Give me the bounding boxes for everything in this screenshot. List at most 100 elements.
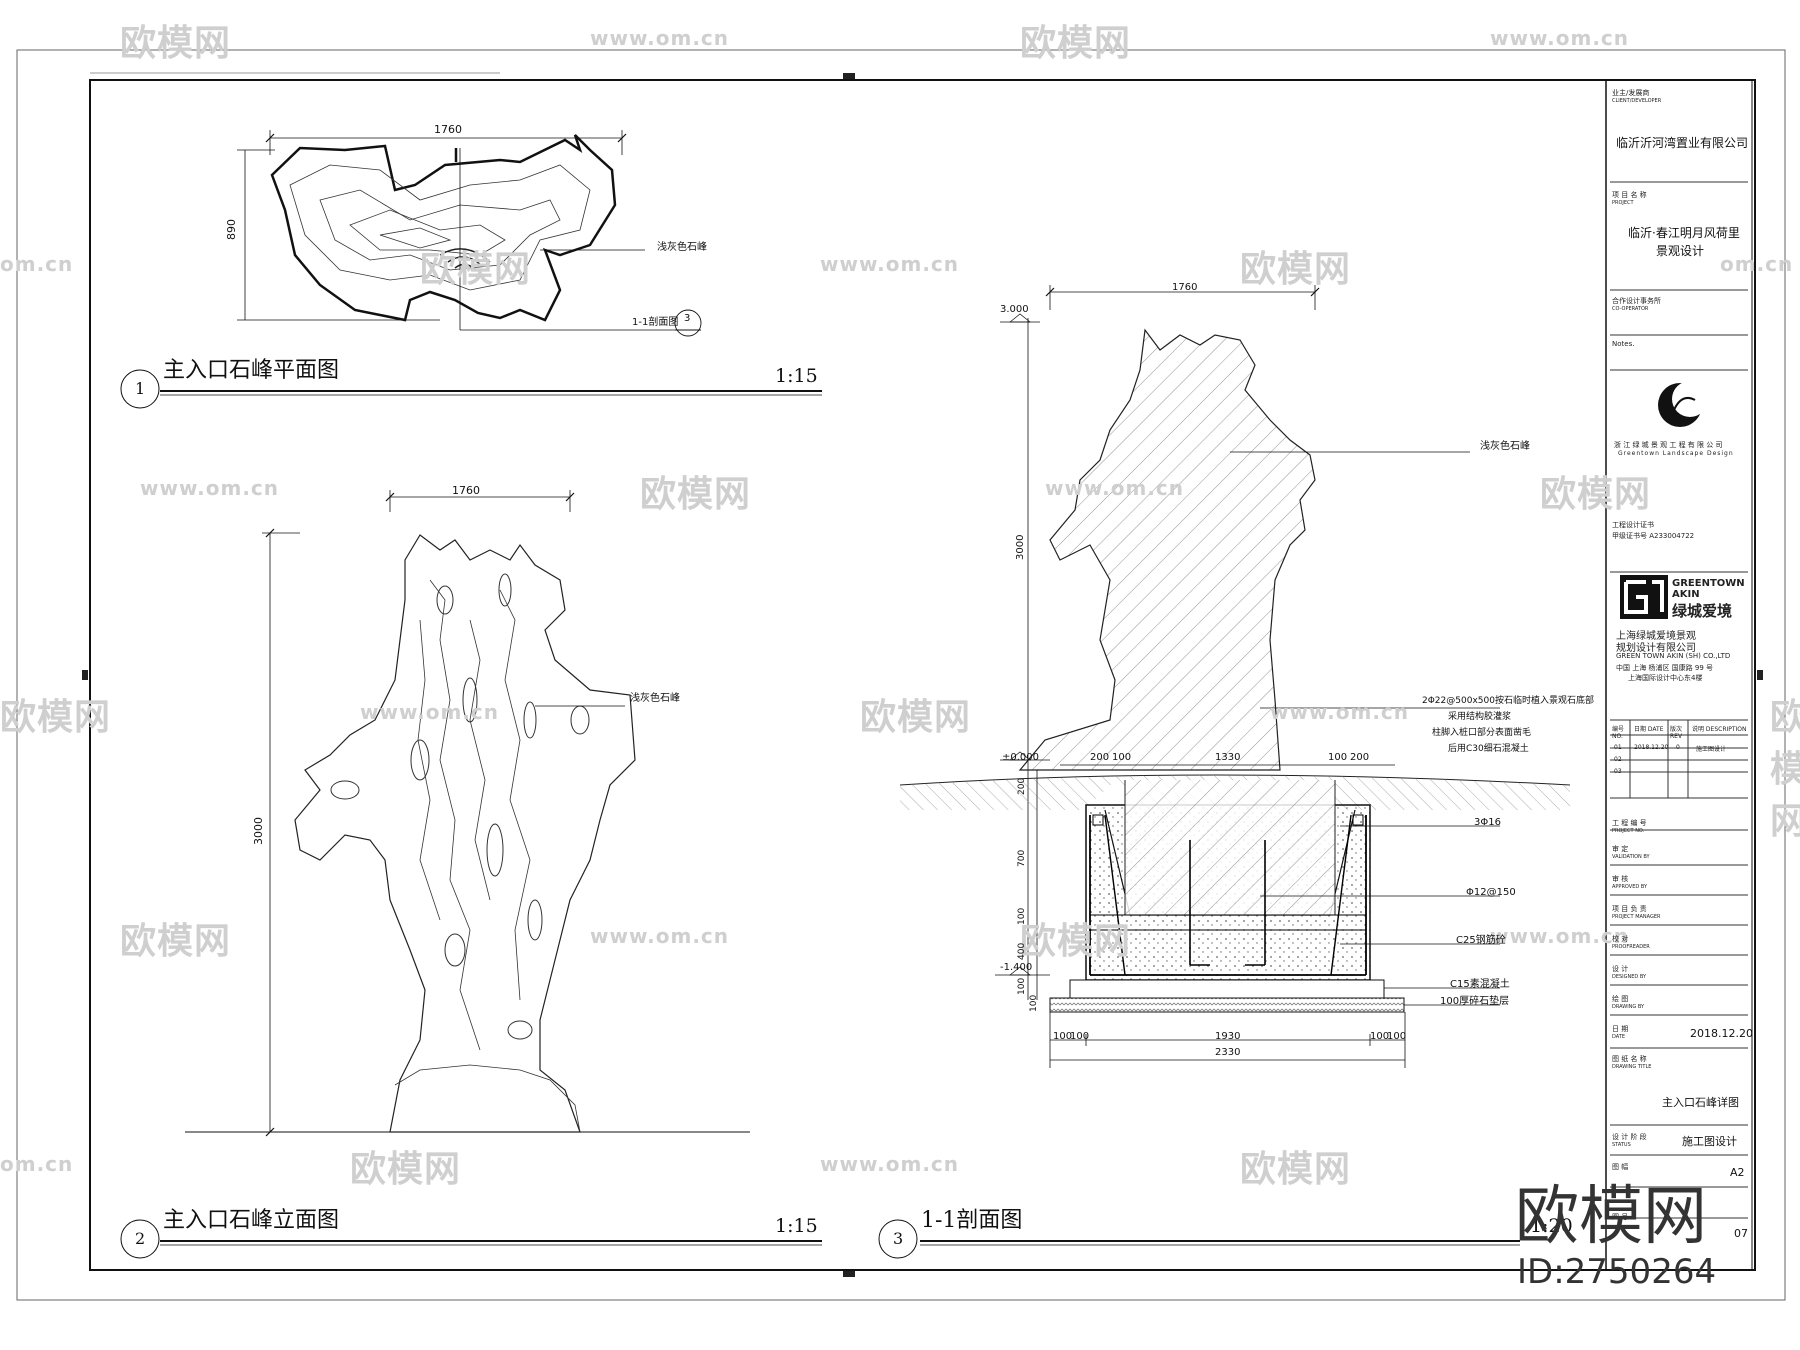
rev-head-no: 编号 NO. (1612, 726, 1625, 740)
watermark-id: ID:2750264 (1517, 1252, 1717, 1292)
plan-view-scale: 1:15 (775, 365, 818, 387)
section-dim-upper: 200 (1090, 752, 1110, 763)
brand-en2: AKIN (1672, 589, 1700, 600)
section-dim-lower: 100 (1387, 1031, 1407, 1042)
section-note: 3Φ16 (1474, 817, 1501, 828)
firm1-name-en: Greentown Landscape Design (1618, 450, 1734, 457)
section-dim-left: 700 (1017, 849, 1027, 867)
section-dim-total: 2330 (1215, 1047, 1241, 1058)
field-label-en: PROJECT NO. (1612, 828, 1645, 834)
section-dim-lower: 100 (1070, 1031, 1090, 1042)
plan-section-ref: 3 (684, 313, 691, 324)
brand-cn: 绿城爱境 (1672, 602, 1733, 620)
section-note: 100厚碎石垫层 (1440, 996, 1510, 1007)
client-label: 业主/发展商 (1612, 89, 1650, 97)
cooperator-label-en: CO-OPERATOR (1612, 306, 1649, 312)
watermark-brand: 欧模网 (1540, 474, 1652, 515)
rev-head-rev: 版次 REV (1670, 726, 1683, 740)
watermark-site: www.om.cn (140, 476, 280, 500)
field-label: 审 定 (1612, 845, 1629, 853)
outer-border (16, 49, 1786, 1301)
section-dim-upper: 200 (1350, 752, 1370, 763)
watermark-site: www.om.cn (1490, 924, 1630, 948)
plan-view-drawing (120, 130, 822, 409)
section-dim-lower: 1930 (1215, 1031, 1241, 1042)
field-label-en: PROJECT MANAGER (1612, 914, 1661, 920)
status-value: 施工图设计 (1682, 1135, 1737, 1148)
field-label-en: VALIDATION BY (1612, 854, 1650, 860)
section-note: C15素混凝土 (1450, 979, 1510, 990)
project-name-line1: 临沂·春江明月风荷里 (1628, 226, 1740, 240)
watermark-site: om.cn (0, 252, 74, 276)
watermark-site: www.om.cn (590, 26, 730, 50)
watermark-brand: 欧模网 (120, 23, 232, 64)
elevation-view-drawing (120, 490, 822, 1259)
watermark-site: www.om.cn (590, 924, 730, 948)
firm2-en: GREEN TOWN AKIN (SH) CO.,LTD (1616, 652, 1731, 660)
status-label-en: STATUS (1612, 1142, 1631, 1148)
notes-label: Notes. (1612, 340, 1635, 348)
section-note: Φ12@150 (1466, 887, 1516, 898)
section-dim-upper: 1330 (1215, 752, 1241, 763)
watermark-site: www.om.cn (1045, 476, 1185, 500)
elevation-callout: 浅灰色石峰 (630, 693, 680, 704)
field-label: 校 对 (1612, 935, 1629, 943)
client-name: 临沂沂河湾置业有限公司 (1616, 136, 1749, 150)
section-note: 2Φ22@500x500按石临时植入景观石底部 (1422, 696, 1594, 706)
rev-row-rev: 0 (1676, 744, 1680, 751)
elevation-view-number: 2 (135, 1229, 146, 1248)
field-label-en: APPROVED BY (1612, 884, 1648, 890)
license-label: 工程设计证书 (1612, 521, 1654, 529)
field-label: 绘 图 (1612, 995, 1629, 1003)
client-label-en: CLIENT/DEVELOPER (1612, 98, 1662, 104)
section-dim-left: 200 (1017, 777, 1027, 795)
section-dim-left: 400 (1017, 942, 1027, 960)
watermark-brand: 欧模网 (1240, 249, 1352, 290)
watermark-big-brand: 欧模网 (1515, 1180, 1707, 1254)
sheet-label: 图 号 (1612, 1213, 1629, 1221)
firm1-name: 浙 江 绿 城 景 观 工 程 有 限 公 司 (1614, 441, 1723, 449)
field-label-en: PROOFREADER (1612, 944, 1650, 950)
drawing-date: 2018.12.20 (1690, 1027, 1753, 1040)
section-dim-left: 100 (1017, 977, 1027, 995)
field-label: 工 程 编 号 (1612, 819, 1647, 827)
section-dim-height: 3000 (1015, 534, 1026, 560)
akin-logo-icon (1620, 575, 1668, 619)
firm2-line2: 规划设计有限公司 (1616, 643, 1696, 654)
watermark-site: www.om.cn (1490, 26, 1630, 50)
watermark-site: www.om.cn (820, 252, 960, 276)
status-label: 设 计 阶 段 (1612, 1133, 1647, 1141)
section-dim-left: 100 (1029, 994, 1039, 1012)
section-note: C25钢筋砼 (1456, 935, 1506, 946)
section-dim-top: 1760 (1172, 282, 1198, 293)
size-label: 图 幅 (1612, 1163, 1629, 1171)
firm2-address2: 上海国际设计中心东4楼 (1628, 674, 1703, 682)
date-label-en: DATE (1612, 1034, 1626, 1040)
title-block: 业主/发展商 CLIENT/DEVELOPER 临沂沂河湾置业有限公司 项 目 … (1606, 82, 1753, 1242)
field-label-en: DRAWING BY (1612, 1004, 1645, 1010)
watermark-brand: 欧模网 (640, 474, 752, 515)
greentown-logo-icon (1658, 381, 1708, 427)
elevation-view-scale: 1:15 (775, 1215, 818, 1237)
drawing-title-label: 图 纸 名 称 (1612, 1055, 1647, 1063)
field-label: 审 核 (1612, 875, 1629, 883)
watermark-site: om.cn (1720, 252, 1794, 276)
section-dim-lower: 100 (1053, 1031, 1073, 1042)
elevation-dim-width: 1760 (452, 484, 480, 497)
title-block-lines (1610, 181, 1748, 1219)
rev-row-date: 2018.12.20 (1634, 744, 1669, 751)
watermark-brand: 欧模网 (1020, 921, 1132, 962)
sheet-number: 07 (1734, 1227, 1748, 1240)
section-view-number: 3 (893, 1229, 904, 1248)
section-view-title: 1-1剖面图 (921, 1208, 1023, 1233)
watermark-brand: 欧模网 (1770, 697, 1800, 842)
cooperator-label: 合作设计事务所 (1612, 297, 1661, 305)
watermark-brand: 欧模网 (420, 249, 532, 290)
plan-dim-width: 1760 (434, 123, 462, 136)
project-label-en: PROJECT (1612, 200, 1634, 206)
section-note: 后用C30细石混凝土 (1448, 744, 1529, 754)
watermark-site: www.om.cn (360, 700, 500, 724)
section-elev-ground: ±0.000 (1002, 752, 1040, 763)
